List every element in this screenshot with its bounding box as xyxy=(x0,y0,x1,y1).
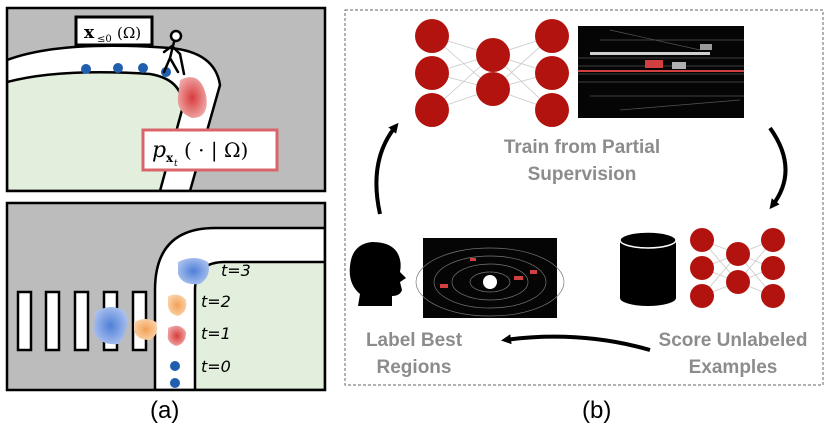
caption-b: (b) xyxy=(582,397,611,424)
train-network xyxy=(415,19,569,127)
neuron xyxy=(535,93,569,127)
human-head-icon xyxy=(349,242,406,306)
label-best-line2: Regions xyxy=(377,357,452,378)
neuron xyxy=(726,242,750,266)
trajectory-dot xyxy=(170,378,180,388)
prediction-label-x: x xyxy=(166,151,174,165)
prediction-label-t: t xyxy=(174,159,178,169)
score-network xyxy=(690,228,785,308)
neuron xyxy=(415,93,449,127)
time-label-t2: t=2 xyxy=(201,292,231,311)
trajectory-dot xyxy=(113,63,123,73)
history-label-sub: ≤0 xyxy=(97,34,112,45)
prediction-distribution xyxy=(177,77,207,118)
neuron xyxy=(415,56,449,90)
neuron xyxy=(761,284,785,308)
score-label-line2: Examples xyxy=(689,357,778,378)
panel-a-bottom xyxy=(7,203,325,390)
panel-b-frame xyxy=(344,9,824,386)
trajectory-dots xyxy=(170,361,180,388)
neuron xyxy=(415,19,449,53)
prediction-label-p: p xyxy=(152,138,166,163)
neuron xyxy=(761,228,785,252)
neuron xyxy=(726,270,750,294)
neuron xyxy=(535,56,569,90)
history-label-omega: (Ω) xyxy=(117,24,141,42)
time-label-t0: t=0 xyxy=(201,357,231,376)
lidar-image-top xyxy=(578,26,744,118)
train-label-line1: Train from Partial xyxy=(504,137,660,158)
prediction-label-box: p x t ( · | Ω) xyxy=(141,128,279,172)
prediction-label-rest: ( · | Ω) xyxy=(184,138,248,163)
trajectory-dot xyxy=(81,64,91,74)
observed-trajectory xyxy=(81,63,171,77)
neuron xyxy=(535,19,569,53)
orange-distribution-t2 xyxy=(168,294,187,316)
time-label-t3: t=3 xyxy=(221,261,251,280)
arrow-score-to-label xyxy=(501,334,651,352)
blue-distribution-t3 xyxy=(178,258,209,285)
label-best-line1: Label Best xyxy=(366,330,463,351)
train-label-line2: Supervision xyxy=(528,164,637,185)
neuron xyxy=(476,72,510,106)
crosswalk xyxy=(16,290,148,352)
arrow-label-to-train xyxy=(374,122,399,215)
neuron xyxy=(690,228,714,252)
neuron xyxy=(690,284,714,308)
history-label-box: x ≤0 (Ω) xyxy=(74,15,154,47)
lidar-image-bottom xyxy=(415,238,565,318)
neuron xyxy=(761,256,785,280)
caption-a: (a) xyxy=(150,397,179,424)
arrow-train-to-score xyxy=(768,126,788,210)
score-label-line1: Score Unlabeled xyxy=(659,330,808,351)
orange-distribution xyxy=(134,319,158,340)
panel-a-bottom-frame xyxy=(5,201,327,392)
pedestrian-icon xyxy=(162,29,186,76)
trajectory-dot xyxy=(161,67,171,77)
trajectory-dot xyxy=(170,361,180,371)
neuron xyxy=(476,38,510,72)
panel-a-top-frame xyxy=(5,6,327,193)
trajectory-dot xyxy=(138,63,148,73)
red-distribution-t1 xyxy=(167,325,186,346)
database-icon xyxy=(619,231,677,306)
blue-distribution xyxy=(94,307,127,345)
history-label-x: x xyxy=(84,23,95,43)
time-label-t1: t=1 xyxy=(201,324,231,343)
neuron xyxy=(690,256,714,280)
